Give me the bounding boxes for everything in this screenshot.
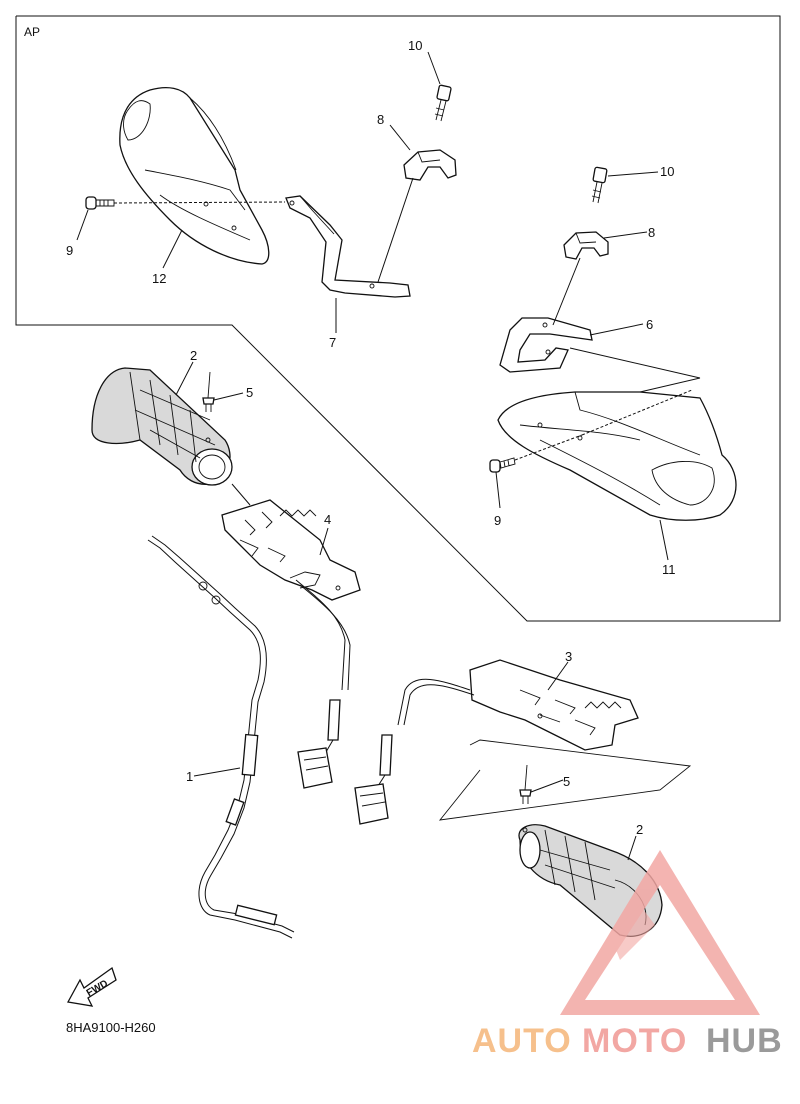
screw-left bbox=[85, 196, 115, 210]
heater-wire-right bbox=[354, 678, 475, 825]
clamp-right bbox=[563, 231, 609, 260]
callout-8-right: 8 bbox=[648, 225, 655, 240]
bracket-right bbox=[499, 317, 593, 373]
leader-lines bbox=[76, 51, 701, 861]
rivet-lower bbox=[519, 764, 532, 833]
callout-5-lower: 5 bbox=[563, 774, 570, 789]
hand-guard-right bbox=[497, 391, 737, 521]
rivet-upper bbox=[202, 371, 215, 443]
callout-3: 3 bbox=[565, 649, 572, 664]
section-label-ap: AP bbox=[24, 25, 40, 39]
heater-wire-left bbox=[295, 579, 351, 789]
callout-12: 12 bbox=[152, 271, 166, 286]
callout-2-lower: 2 bbox=[636, 822, 643, 837]
accessory-box-outline bbox=[15, 15, 781, 622]
callout-1: 1 bbox=[186, 769, 193, 784]
callout-9-right: 9 bbox=[494, 513, 501, 528]
screw-right bbox=[489, 457, 516, 473]
watermark-auto: AUTO bbox=[472, 1022, 572, 1060]
hand-guard-left bbox=[119, 87, 270, 265]
watermark-triangle-icon bbox=[560, 850, 760, 1015]
heater-element-right bbox=[438, 659, 692, 821]
callout-numbers: 1 2 2 3 4 5 5 6 7 8 8 9 9 10 10 11 12 bbox=[66, 38, 676, 837]
fwd-arrow-icon: FWD bbox=[66, 966, 117, 1007]
callout-10-upper: 10 bbox=[408, 38, 422, 53]
fwd-label: FWD bbox=[85, 978, 110, 999]
callout-9-left: 9 bbox=[66, 243, 73, 258]
watermark-moto: MOTO bbox=[582, 1022, 687, 1060]
heater-element-left bbox=[221, 499, 361, 601]
heater-cable-assembly bbox=[147, 535, 295, 939]
callout-11: 11 bbox=[662, 562, 676, 577]
callout-8-upper: 8 bbox=[377, 112, 384, 127]
watermark-logo bbox=[560, 850, 760, 1015]
bracket-left bbox=[285, 195, 411, 298]
drawing-code: 8HA9100-H260 bbox=[66, 1020, 156, 1035]
bolt-upper-left bbox=[434, 84, 452, 122]
callout-2-upper: 2 bbox=[190, 348, 197, 363]
callout-5-upper: 5 bbox=[246, 385, 253, 400]
callout-6: 6 bbox=[646, 317, 653, 332]
grip-upper-left bbox=[91, 367, 233, 486]
callout-4: 4 bbox=[324, 512, 331, 527]
clamp-upper-left bbox=[403, 149, 457, 181]
callout-7: 7 bbox=[329, 335, 336, 350]
callout-10-right: 10 bbox=[660, 164, 674, 179]
watermark-hub: HUB bbox=[706, 1022, 783, 1060]
watermark-text: AUTO MOTO HUB bbox=[472, 1022, 783, 1060]
bolt-right bbox=[591, 166, 608, 204]
